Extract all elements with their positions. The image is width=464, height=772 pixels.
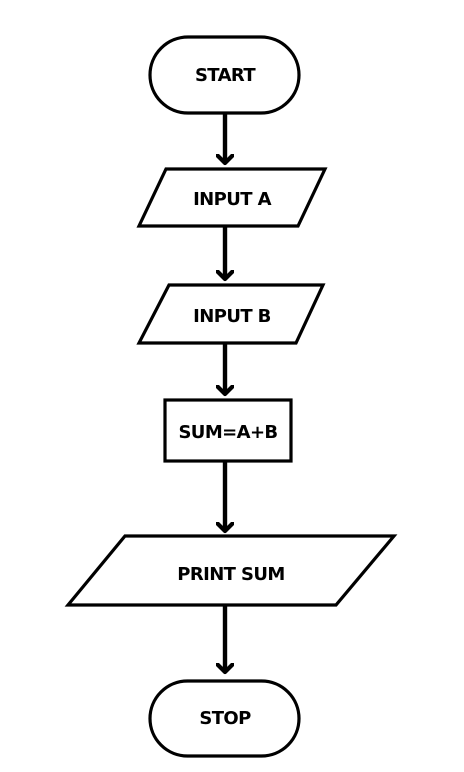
input-a-label: INPUT A	[193, 189, 272, 210]
sum-process-shape	[163, 398, 293, 463]
start-label: START	[195, 65, 256, 86]
input-b-label: INPUT B	[193, 306, 271, 327]
sum-label: SUM=A+B	[178, 422, 277, 443]
node-sum: SUM=A+B	[163, 398, 293, 463]
node-input-a: INPUT A	[136, 167, 328, 228]
node-input-b: INPUT B	[136, 283, 326, 345]
print-sum-io-shape	[64, 534, 398, 607]
input-b-io-shape	[136, 283, 326, 345]
print-sum-label: PRINT SUM	[177, 564, 284, 585]
node-print-sum: PRINT SUM	[64, 534, 398, 607]
stop-label: STOP	[199, 708, 251, 729]
node-start: START	[148, 35, 301, 115]
start-terminal-shape	[148, 35, 301, 115]
stop-terminal-shape	[148, 679, 301, 758]
input-a-io-shape	[136, 167, 328, 228]
node-stop: STOP	[148, 679, 301, 758]
